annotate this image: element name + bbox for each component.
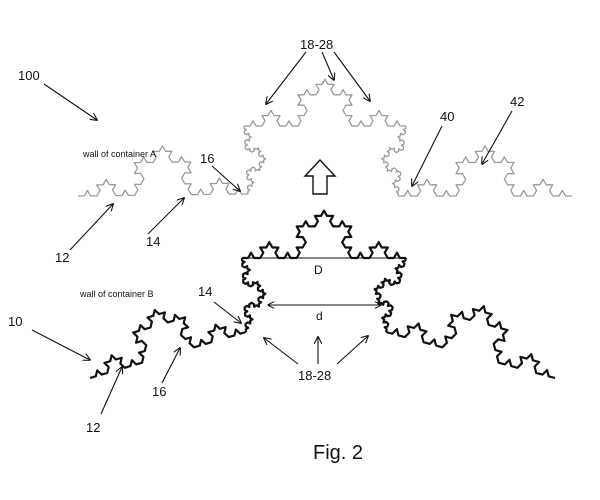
wall-b-label: wall of container B [79,289,154,299]
figure-caption: Fig. 2 [313,442,363,464]
wall-a-label: wall of container A [82,149,156,159]
dimension-d: d [268,305,381,323]
dimension-D: D [242,257,406,277]
ref-12-bottom: 12 [86,420,100,435]
wall-a-segment [77,145,249,197]
ref-18-28-bottom: 18-28 [298,368,331,383]
ref-14-bottom: 14 [198,284,212,299]
wall-a-segment [244,78,406,127]
ref-12-top: 12 [55,250,69,265]
wall-a-segment [398,145,572,197]
ref-100: 100 [18,68,40,83]
ref-16-top: 16 [200,151,214,166]
wall-b-segment [240,257,267,333]
wall-container-b-fractal [89,209,556,380]
hollow-up-arrow-icon [303,158,337,195]
ref-16-bottom: 16 [152,384,166,399]
wall-b-segment [385,305,556,380]
ref-10: 10 [8,314,22,329]
dimension-D-label: D [314,263,323,277]
wall-b-segment [373,257,408,333]
wall-b-segment [242,209,406,260]
ref-40: 40 [440,109,454,124]
wall-a-segment [381,125,407,197]
ref-18-28-top: 18-28 [300,37,333,52]
wall-b-segment [89,308,247,380]
wall-a-segment [243,125,267,195]
dimension-d-label: d [316,309,323,323]
wall-container-a-fractal [77,78,572,197]
ref-42: 42 [510,94,524,109]
ref-14-top: 14 [146,234,160,249]
leader-arrows [31,51,513,415]
